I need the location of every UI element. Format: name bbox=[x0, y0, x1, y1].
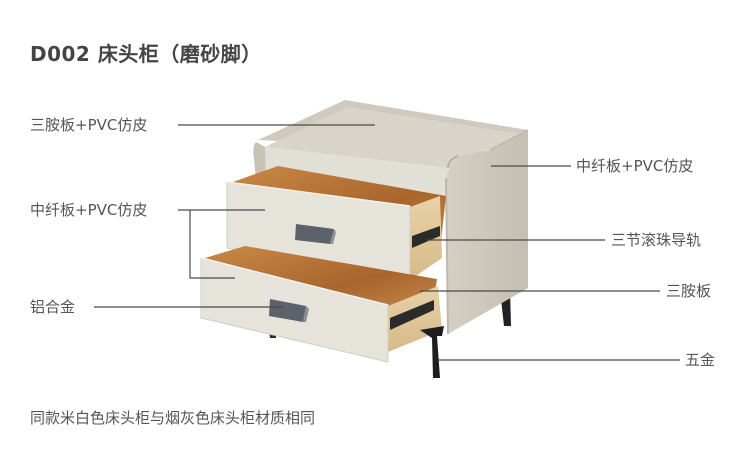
top-drawer bbox=[226, 166, 446, 283]
callout-side-panel: 中纤板+PVC仿皮 bbox=[576, 157, 694, 175]
footnote: 同款米白色床头柜与烟灰色床头柜材质相同 bbox=[30, 409, 316, 427]
callout-handle: 铝合金 bbox=[30, 298, 76, 316]
callout-drawer-box: 三胺板 bbox=[666, 282, 712, 300]
callout-hardware: 五金 bbox=[685, 351, 716, 369]
leg-front-right bbox=[420, 326, 444, 378]
page-title: D002 床头柜（磨砂脚） bbox=[30, 42, 262, 66]
bottom-drawer-handle bbox=[269, 299, 309, 322]
top-drawer-handle bbox=[295, 224, 336, 244]
callout-drawer-front: 中纤板+PVC仿皮 bbox=[30, 201, 148, 219]
callout-slide-rail: 三节滚珠导轨 bbox=[611, 231, 702, 249]
cabinet-body bbox=[253, 100, 529, 335]
callout-top-panel: 三胺板+PVC仿皮 bbox=[30, 116, 148, 134]
leader-lines bbox=[94, 124, 680, 361]
leader-drawer-front-bracket bbox=[189, 210, 235, 279]
